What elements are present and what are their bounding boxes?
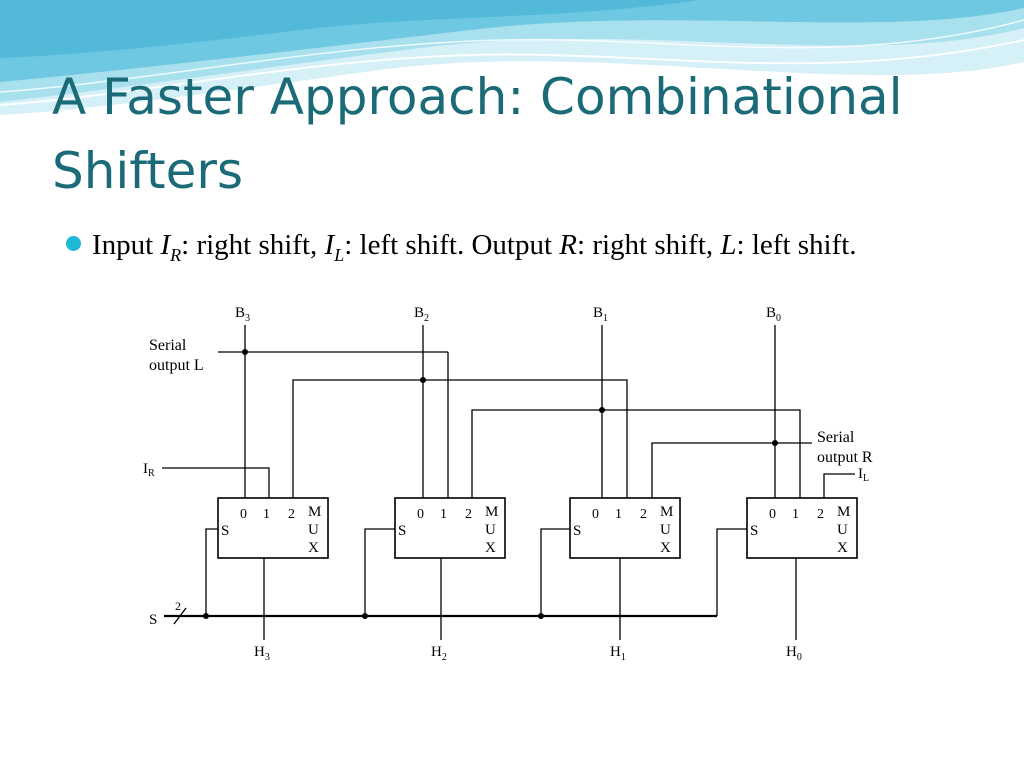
input-label-b1: B1: [593, 305, 608, 324]
mux-select-label: S: [750, 523, 758, 539]
mux-box: [746, 497, 858, 559]
mux-input-label: 2: [465, 507, 472, 522]
mux-input-label: 2: [640, 507, 647, 522]
mux-name-letter: M: [308, 504, 321, 520]
mux-box: [394, 497, 506, 559]
bullet-text: Input IR: right shift, IL: left shift. O…: [92, 226, 946, 274]
mux-box: [217, 497, 329, 559]
mux-name-letter: U: [485, 522, 496, 538]
mux-input-label: 0: [240, 507, 247, 522]
mux-input-label: 2: [288, 507, 295, 522]
select-bus-label: S: [149, 612, 157, 628]
output-label-h0: H0: [786, 644, 802, 663]
bullet-part: : right shift,: [181, 229, 325, 261]
il-input-label: IL: [858, 466, 869, 484]
input-label-b0: B0: [766, 305, 781, 324]
input-label-b3: B3: [235, 305, 250, 324]
input-label-b2: B2: [414, 305, 429, 324]
mux-input-label: 1: [792, 507, 799, 522]
select-bus: [164, 607, 717, 625]
bullet-dot-icon: [66, 236, 81, 251]
mux-input-label: 1: [615, 507, 622, 522]
mux-select-label: S: [573, 523, 581, 539]
serial-output-left-line2: output L: [149, 357, 204, 374]
mux-name-letter: M: [837, 504, 850, 520]
serial-output-right-line1: Serial: [817, 429, 855, 446]
mux-name-letter: X: [308, 540, 319, 556]
header-wave-decoration: [0, 0, 1024, 115]
l-var: L: [720, 229, 737, 261]
mux-name-letter: X: [485, 540, 496, 556]
mux-name-letter: M: [660, 504, 673, 520]
serial-output-right-line2: output R: [817, 449, 873, 466]
select-bus-width-label: 2: [175, 599, 181, 613]
mux-input-label: 0: [592, 507, 599, 522]
mux-input-label: 1: [263, 507, 270, 522]
ir-sub: R: [170, 244, 182, 265]
ir-input-label: IR: [143, 461, 155, 479]
circuit-wires: [162, 325, 855, 640]
mux-input-label: 0: [417, 507, 424, 522]
il-sub: L: [334, 244, 345, 265]
mux-name-letter: X: [837, 540, 848, 556]
bullet-part: Input: [92, 229, 161, 261]
output-label-h2: H2: [431, 644, 447, 663]
mux-name-letter: U: [837, 522, 848, 538]
mux-input-label: 1: [440, 507, 447, 522]
ir-var: I: [160, 229, 171, 261]
output-label-h3: H3: [254, 644, 270, 663]
mux-input-label: 2: [817, 507, 824, 522]
mux-name-letter: X: [660, 540, 671, 556]
output-label-h1: H1: [610, 644, 626, 663]
bullet-part: : right shift,: [577, 229, 721, 261]
r-var: R: [559, 229, 578, 261]
mux-name-letter: U: [308, 522, 319, 538]
junction-dots: [203, 349, 778, 619]
mux-select-label: S: [398, 523, 406, 539]
mux-name-letter: U: [660, 522, 671, 538]
bullet-item: Input IR: right shift, IL: left shift. O…: [66, 226, 946, 274]
il-var: I: [324, 229, 335, 261]
mux-input-label: 0: [769, 507, 776, 522]
mux-select-label: S: [221, 523, 229, 539]
serial-output-left-line1: Serial: [149, 337, 187, 354]
slide-title: A Faster Approach: Combinational Shifter…: [52, 68, 903, 200]
mux-name-letter: M: [485, 504, 498, 520]
mux-box: [569, 497, 681, 559]
bullet-part: : left shift.: [736, 229, 857, 261]
bullet-part: : left shift. Output: [344, 229, 560, 261]
